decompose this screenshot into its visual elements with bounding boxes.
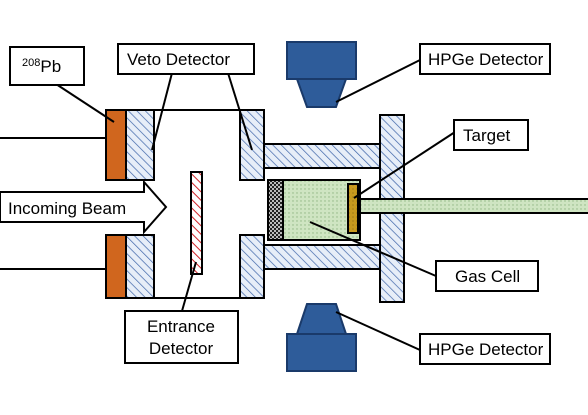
pb-label-box: [9, 46, 85, 86]
incoming-beam-arrow: [0, 179, 168, 235]
pb-shield-top: [105, 109, 127, 181]
pb-leader: [55, 83, 115, 123]
target-rod: [359, 198, 588, 214]
hpge-bottom-leader: [335, 311, 421, 351]
veto-detector-left-top: [125, 109, 155, 181]
hpge-bottom-label-box: [419, 333, 551, 365]
entrance-leader: [181, 261, 197, 312]
incoming-beam-label: Incoming Beam: [8, 199, 126, 218]
hpge-detector-bottom-body: [286, 333, 357, 372]
entrance-label-box: [124, 310, 239, 364]
veto-detector-left-bottom: [125, 234, 155, 299]
pb-label-sup: 208: [22, 57, 40, 69]
gas-cell-leader: [309, 221, 437, 277]
hpge-top-label-box: [419, 43, 551, 75]
hpge-detector-top-body: [286, 41, 357, 80]
target-label: Target: [463, 126, 511, 145]
hpge-top-label: HPGe Detector: [428, 50, 544, 69]
pb-label: 208Pb: [22, 57, 61, 76]
hpge-bottom-label: HPGe Detector: [428, 340, 544, 359]
hpge-top-leader: [335, 59, 421, 103]
target-label-box: [453, 119, 529, 151]
entrance-detector: [190, 171, 203, 275]
veto-leader-right: [227, 72, 253, 151]
veto-detector-right-bottom: [239, 234, 265, 299]
gas-cell-label: Gas Cell: [455, 267, 520, 286]
hpge-detector-top-crystal: [295, 78, 348, 108]
hpge-detector-bottom-crystal: [295, 303, 348, 335]
gas-cell-label-box: [435, 260, 539, 292]
target-leader: [353, 131, 456, 199]
gas-cell-window: [267, 179, 284, 241]
entrance-label-line2: Detector: [149, 339, 214, 358]
pb-label-main: Pb: [40, 57, 61, 76]
veto-label: Veto Detector: [127, 50, 230, 69]
entrance-label-line1: Entrance: [147, 317, 215, 336]
veto-leader-left: [151, 72, 173, 151]
target: [347, 183, 359, 234]
chamber-bar-top: [263, 143, 381, 169]
chamber-bar-bottom: [263, 244, 381, 270]
veto-label-box: [117, 43, 255, 75]
pb-shield-bottom: [105, 234, 127, 299]
